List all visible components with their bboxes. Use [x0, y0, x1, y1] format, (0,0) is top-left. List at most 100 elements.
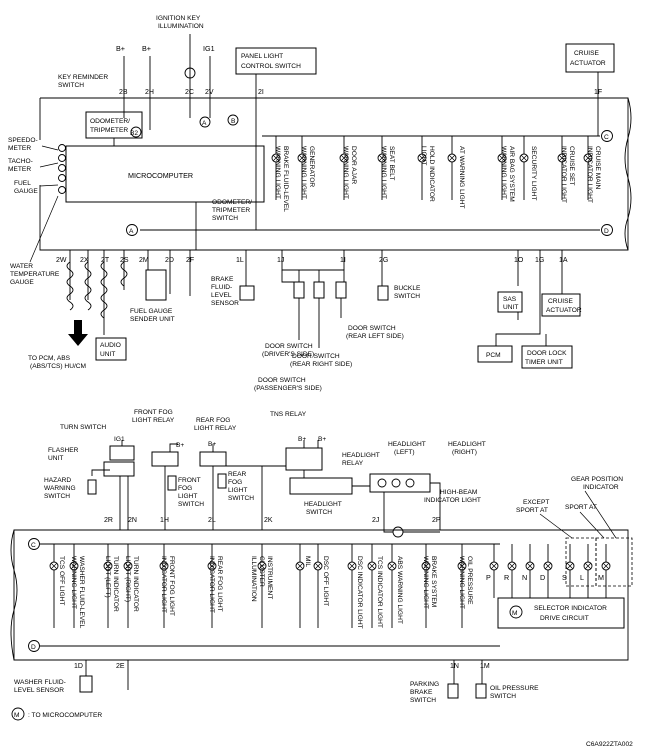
bottom-lamp-label-0: TCS OFF LIGHT [58, 556, 65, 605]
bottom-lamp-label-5: REAR FOG LIGHTINDICATOR LIGHT [208, 556, 223, 613]
rear-fog-switch-label: REAR FOG LIGHT SWITCH [228, 471, 254, 502]
turn-switch-box [109, 445, 135, 461]
svg-text:1L: 1L [236, 257, 244, 264]
selector-drive-label: SELECTOR INDICATOR DRIVE CIRCUIT [534, 605, 609, 622]
high-beam-label: HIGH-BEAM INDICATOR LIGHT [424, 489, 481, 504]
top-lamp-label-7: SECURITY LIGHT [530, 146, 537, 200]
svg-text:B+: B+ [208, 441, 216, 448]
pcm-box [477, 345, 513, 363]
power-b-plus-1: B+ [116, 44, 125, 53]
bottom-lamp-1: WASHER FLUID-LEVELWARNING LIGHT [69, 544, 85, 629]
svg-text:2T: 2T [101, 257, 110, 264]
bottom-lamp-3: TURN INDICATORLIGHT (RIGHT) [123, 544, 139, 628]
top-lamp-1: GENERATORWARNING LIGHT [297, 136, 315, 200]
gear-indicator-d: D [540, 544, 553, 598]
bottom-lamp-4: FRONT FOG LIGHTINDICATOR LIGHT [159, 544, 175, 628]
top-lamp-9: CRUISE MAININDICATOR LIGHT [583, 136, 601, 203]
parking-brake-label: PARKING BRAKE SWITCH [410, 681, 441, 704]
svg-text:2C: 2C [185, 89, 194, 96]
arrow-to-pcm [68, 320, 88, 346]
power-ig1: IG1 [203, 44, 215, 53]
top-lamp-label-0: BRAKE FLUID-LEVELWARNING LIGHT [274, 146, 289, 212]
svg-text:2I: 2I [258, 89, 264, 96]
svg-text:2P: 2P [432, 517, 441, 524]
top-lamp-label-5: AT WARNING LIGHT [458, 146, 465, 209]
front-fog-relay-label: FRONT FOG LIGHT RELAY [132, 409, 175, 424]
bottom-lamp-label-11: ABS WARNING LIGHT [396, 556, 403, 624]
bottom-lamp-2: TURN INDICATORLIGHT (LEFT) [103, 544, 119, 628]
odo-switch-label: ODOMETER/ TRIPMETER SWITCH [212, 199, 254, 222]
sport-at-label: SPORT AT [565, 504, 597, 511]
ignition-key-illum-label: IGNITION KEY ILLUMINATION [156, 15, 204, 30]
water-temp-label: WATER TEMPERATURE GAUGE [10, 263, 61, 286]
top-lamp-5: AT WARNING LIGHT [447, 136, 465, 209]
svg-text:2B: 2B [119, 89, 128, 96]
drawing-code: C6A922ZTA002 [586, 741, 633, 748]
legend-m-symbol [11, 707, 25, 721]
svg-text:2M: 2M [139, 257, 149, 264]
panel-light-switch-box [235, 47, 317, 75]
pcm-label: PCM [486, 352, 501, 359]
bottom-lamp-label-3: TURN INDICATORLIGHT (RIGHT) [124, 556, 139, 612]
svg-text:2W: 2W [56, 257, 67, 264]
gear-letter-m: M [598, 573, 604, 582]
gear-letter-p: P [486, 573, 491, 582]
b2-label: B2 [130, 130, 138, 137]
headlight-switch-box [289, 477, 353, 495]
ig1-bottom: IG1 [114, 436, 125, 443]
svg-text:1J: 1J [277, 257, 284, 264]
svg-text:2X: 2X [80, 257, 89, 264]
gear-indicator-m: M [598, 544, 611, 598]
bottom-lamp-0: TCS OFF LIGHT [49, 544, 65, 628]
oil-pressure-switch-label: OIL PRESSURE SWITCH [490, 685, 540, 700]
headlight-right-label: HEADLIGHT (RIGHT) [448, 441, 487, 456]
svg-text:B+: B+ [176, 442, 184, 449]
connector-d-bottom [28, 640, 40, 652]
gear-letter-d: D [540, 573, 545, 582]
buckle-label: BUCKLE SWITCH [394, 285, 422, 300]
speedometer [58, 144, 67, 194]
bottom-lamp-7: MIL [295, 544, 311, 628]
top-lamp-label-4: HOLD INDICATORLIGHT [420, 146, 435, 202]
buckle-switch [377, 285, 389, 301]
svg-text:2H: 2H [145, 89, 154, 96]
gear-letter-n: N [522, 573, 527, 582]
svg-text:1F: 1F [594, 89, 602, 96]
brake-fluid-sensor [239, 285, 255, 301]
except-sport-box [565, 537, 597, 587]
sas-unit-label: SAS UNIT [503, 296, 518, 311]
gear-indicator-s: S [562, 544, 575, 598]
bottom-lamp-label-10: TCS INDICATOR LIGHT [376, 556, 383, 628]
turn-switch-label: TURN SWITCH [60, 424, 106, 431]
cruise-actuator-low-label: CRUISE ACTUATOR [546, 298, 582, 314]
cruise-actuator-top-box [565, 43, 615, 73]
hazard-label: HAZARD WARNING SWITCH [44, 477, 77, 500]
flasher-unit-box [103, 461, 135, 477]
instrument-cluster-frame-bottom [13, 529, 629, 661]
top-lamp-6: AIR BAG SYSTEMWARNING LIGHT [497, 136, 515, 202]
microcomputer-label: MICROCOMPUTER [128, 171, 193, 180]
svg-text:D: D [31, 644, 36, 651]
svg-text:1M: 1M [480, 663, 490, 670]
headlight-switch-label: HEADLIGHT SWITCH [304, 501, 343, 516]
b2-bulb [130, 126, 142, 138]
svg-text:2V: 2V [205, 89, 214, 96]
svg-text:2R: 2R [104, 517, 113, 524]
bottom-lamp-label-2: TURN INDICATORLIGHT (LEFT) [104, 556, 119, 612]
washer-sensor-label: WASHER FLUID- LEVEL SENSOR [14, 679, 68, 694]
odometer-label: ODOMETER/ TRIPMETER [90, 118, 132, 134]
bottom-lamp-10: TCS INDICATOR LIGHT [367, 544, 383, 628]
tns-relay-box [285, 447, 323, 471]
washer-sensor [79, 675, 93, 693]
connector-c-top [601, 130, 613, 142]
bottom-lamp-6: INSTRUMENTCLUSTERILLUMINATION [250, 544, 273, 628]
svg-text:M: M [512, 610, 518, 617]
svg-text:2L: 2L [208, 517, 216, 524]
door-lock-timer-label: DOOR LOCK TIMER UNIT [525, 350, 568, 366]
high-beam-lamp [392, 526, 404, 538]
connector-c-bottom [28, 538, 40, 550]
svg-text:2J: 2J [372, 517, 379, 524]
svg-text:A: A [202, 120, 207, 127]
svg-text:C: C [31, 542, 36, 549]
